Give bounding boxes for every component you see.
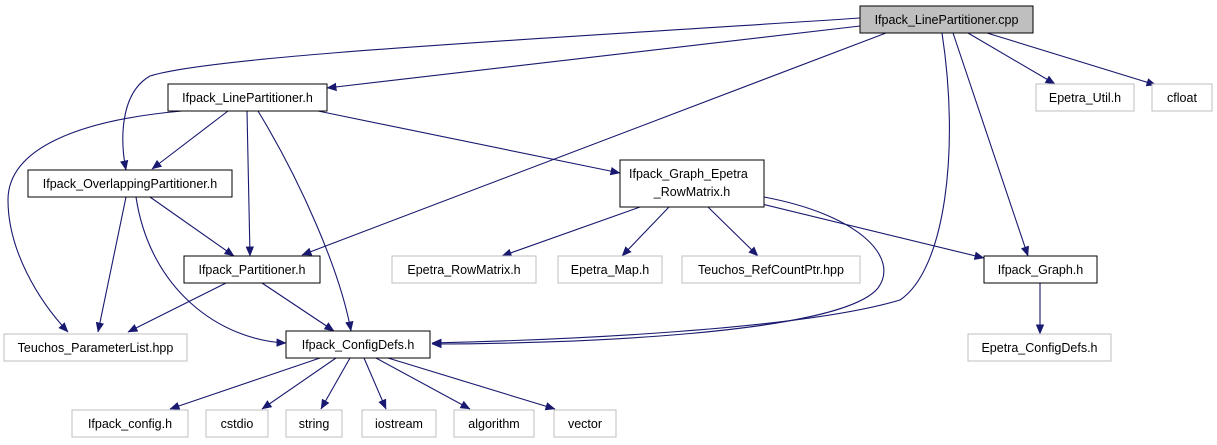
node-epetra-configdefs-h: Epetra_ConfigDefs.h bbox=[967, 333, 1112, 362]
node-label: cfloat bbox=[1167, 91, 1197, 105]
node-overlapping-partitioner-h[interactable]: Ifpack_OverlappingPartitioner.h bbox=[27, 169, 233, 198]
node-box bbox=[27, 169, 233, 198]
edge-overlapping-partitioner-h-to-teuchos-parameterlist-hpp bbox=[95, 196, 127, 333]
node-box bbox=[3, 333, 188, 362]
node-box bbox=[557, 255, 663, 284]
edge-root-to-overlapping-partitioner-h bbox=[120, 17, 861, 171]
edge-graph-epetra-rowmatrix-h-to-epetra-map-h bbox=[621, 206, 670, 257]
edge-ifpack-configdefs-h-to-vector bbox=[387, 357, 556, 411]
node-graph-epetra-rowmatrix-h[interactable]: Ifpack_Graph_Epetra _RowMatrix.h bbox=[619, 159, 765, 208]
node-string: string bbox=[285, 409, 343, 438]
node-box bbox=[983, 255, 1098, 284]
node-box bbox=[619, 159, 765, 208]
file-nodes: Ifpack_LinePartitioner.cpp Ifpack_LinePa… bbox=[3, 5, 1213, 438]
node-iostream: iostream bbox=[361, 409, 437, 438]
edge-line-partitioner-h-to-graph-epetra-rowmatrix-h bbox=[317, 110, 621, 176]
node-label: Teuchos_ParameterList.hpp bbox=[18, 341, 174, 355]
node-teuchos-parameterlist-hpp: Teuchos_ParameterList.hpp bbox=[3, 333, 188, 362]
node-label: Ifpack_Partitioner.h bbox=[198, 263, 305, 277]
node-ifpack-configdefs-h[interactable]: Ifpack_ConfigDefs.h bbox=[285, 330, 431, 359]
dependency-edges bbox=[7, 17, 1157, 411]
node-box bbox=[183, 255, 321, 284]
node-box bbox=[859, 5, 1034, 34]
node-label: iostream bbox=[375, 417, 423, 431]
node-label-line-1: Ifpack_Graph_Epetra bbox=[629, 167, 748, 181]
edge-line-partitioner-h-to-partitioner-h bbox=[245, 110, 255, 257]
edge-overlapping-partitioner-h-to-partitioner-h bbox=[149, 196, 235, 257]
edge-root-to-epetra-util-h bbox=[967, 32, 1056, 85]
node-vector: vector bbox=[553, 409, 617, 438]
node-box bbox=[553, 409, 617, 438]
node-ifpack-graph-h[interactable]: Ifpack_Graph.h bbox=[983, 255, 1098, 284]
node-teuchos-refcountptr-hpp: Teuchos_RefCountPtr.hpp bbox=[681, 255, 861, 284]
node-algorithm: algorithm bbox=[453, 409, 535, 438]
edge-line-partitioner-h-to-ifpack-configdefs-h bbox=[257, 110, 354, 332]
node-partitioner-h[interactable]: Ifpack_Partitioner.h bbox=[183, 255, 321, 284]
edge-graph-epetra-rowmatrix-h-to-ifpack-graph-h bbox=[761, 203, 985, 260]
node-label: Epetra_RowMatrix.h bbox=[407, 263, 520, 277]
edge-root-to-line-partitioner-h bbox=[326, 25, 861, 92]
edge-ifpack-configdefs-h-to-iostream bbox=[363, 357, 387, 410]
edge-partitioner-h-to-teuchos-parameterlist-hpp bbox=[127, 282, 227, 333]
node-label: Epetra_Map.h bbox=[571, 263, 650, 277]
edge-graph-epetra-rowmatrix-h-to-ifpack-configdefs-h bbox=[431, 196, 885, 349]
node-label: Ifpack_ConfigDefs.h bbox=[302, 338, 415, 352]
node-label: vector bbox=[568, 417, 602, 431]
node-label: Ifpack_LinePartitioner.cpp bbox=[875, 13, 1019, 27]
edge-overlapping-partitioner-h-to-ifpack-configdefs-h bbox=[135, 196, 287, 347]
node-label-line-2: _RowMatrix.h bbox=[653, 185, 730, 199]
edge-ifpack-configdefs-h-to-ifpack-config-h bbox=[169, 357, 321, 410]
edge-graph-epetra-rowmatrix-h-to-teuchos-refcountptr-hpp bbox=[707, 206, 759, 257]
node-box bbox=[285, 409, 343, 438]
node-box bbox=[681, 255, 861, 284]
node-line-partitioner-h[interactable]: Ifpack_LinePartitioner.h bbox=[167, 83, 328, 112]
node-label: algorithm bbox=[468, 417, 519, 431]
node-cfloat: cfloat bbox=[1151, 83, 1213, 112]
node-root-file: Ifpack_LinePartitioner.cpp bbox=[859, 5, 1034, 34]
edge-root-to-ifpack-graph-h bbox=[952, 32, 1029, 257]
edge-line-partitioner-h-to-overlapping-partitioner-h bbox=[151, 110, 229, 170]
node-box bbox=[205, 409, 269, 438]
node-box bbox=[1151, 83, 1213, 112]
node-box bbox=[285, 330, 431, 359]
node-label: Epetra_ConfigDefs.h bbox=[981, 341, 1097, 355]
node-label: Epetra_Util.h bbox=[1049, 91, 1121, 105]
node-label: Ifpack_OverlappingPartitioner.h bbox=[43, 177, 217, 191]
node-label: Ifpack_LinePartitioner.h bbox=[182, 91, 313, 105]
edge-graph-epetra-rowmatrix-h-to-epetra-rowmatrix-h bbox=[501, 206, 641, 257]
node-box bbox=[391, 255, 537, 284]
node-box bbox=[361, 409, 437, 438]
node-cstdio: cstdio bbox=[205, 409, 269, 438]
node-epetra-map-h: Epetra_Map.h bbox=[557, 255, 663, 284]
node-epetra-rowmatrix-h: Epetra_RowMatrix.h bbox=[391, 255, 537, 284]
node-label: Ifpack_Graph.h bbox=[998, 263, 1084, 277]
node-epetra-util-h: Epetra_Util.h bbox=[1035, 83, 1135, 112]
edge-line-partitioner-h-to-teuchos-parameterlist-hpp bbox=[7, 110, 183, 333]
node-box bbox=[1035, 83, 1135, 112]
node-box bbox=[967, 333, 1112, 362]
node-box bbox=[453, 409, 535, 438]
edge-ifpack-configdefs-h-to-string bbox=[320, 357, 351, 410]
node-label: Ifpack_config.h bbox=[88, 417, 172, 431]
edge-ifpack-configdefs-h-to-cstdio bbox=[261, 357, 337, 410]
edge-root-to-cfloat bbox=[986, 32, 1157, 87]
edge-root-to-partitioner-h bbox=[301, 32, 887, 256]
node-label: Teuchos_RefCountPtr.hpp bbox=[698, 263, 844, 277]
edge-partitioner-h-to-ifpack-configdefs-h bbox=[261, 282, 335, 332]
node-label: string bbox=[299, 417, 330, 431]
edge-ifpack-configdefs-h-to-algorithm bbox=[375, 357, 471, 410]
node-label: cstdio bbox=[221, 417, 254, 431]
node-box bbox=[167, 83, 328, 112]
edge-root-to-ifpack-configdefs-h bbox=[431, 32, 950, 347]
node-box bbox=[71, 409, 189, 438]
node-ifpack-config-h: Ifpack_config.h bbox=[71, 409, 189, 438]
